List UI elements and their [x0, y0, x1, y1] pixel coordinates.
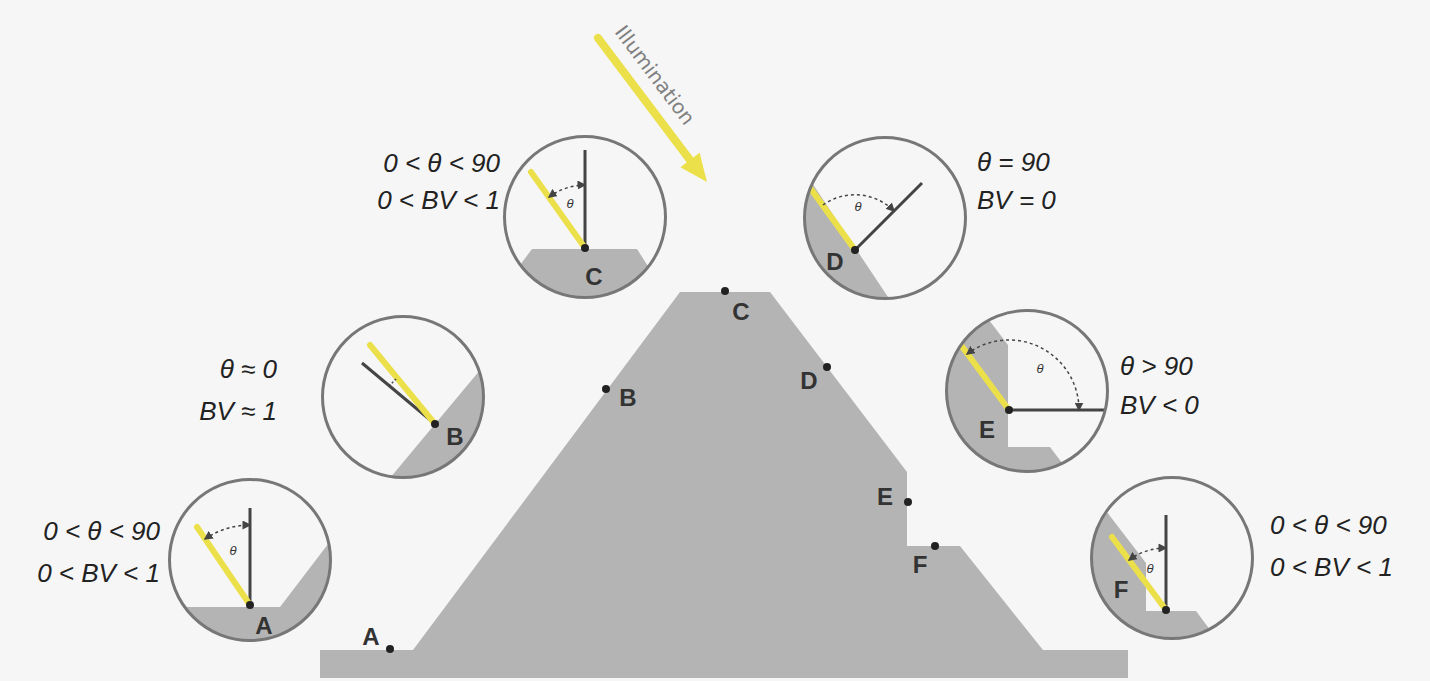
point-letter: A — [362, 625, 379, 649]
inset-circle: Cθ — [503, 135, 667, 299]
point-letter: E — [979, 418, 995, 442]
point-letter: B — [619, 386, 636, 410]
formula-label: BV < 0 — [1120, 392, 1199, 418]
inset-circle: Dθ — [803, 136, 967, 300]
point-letter: F — [1114, 578, 1129, 602]
inset-d — [800, 165, 922, 310]
inset-a — [160, 508, 345, 660]
point-letter: E — [877, 485, 893, 509]
formula-label: 0 < BV < 1 — [1270, 554, 1393, 580]
point-letter: C — [585, 265, 602, 289]
point-dots — [386, 287, 939, 653]
formula-label: BV = 0 — [977, 187, 1056, 213]
angle-symbol: θ — [566, 197, 573, 210]
inset-circle: Eθ — [945, 309, 1109, 473]
inset-circle: Fθ — [1090, 476, 1254, 640]
point-letter: B — [446, 425, 463, 449]
angle-symbol: θ — [1036, 362, 1043, 375]
formula-label: 0 < BV < 1 — [37, 560, 160, 586]
angle-symbol: θ — [1146, 562, 1153, 575]
inset-e — [940, 282, 1108, 500]
inset-circle: Aθ — [168, 478, 332, 642]
formula-label: 0 < θ < 90 — [43, 518, 160, 544]
formula-label: 0 < BV < 1 — [377, 187, 500, 213]
formula-label: θ ≈ 0 — [220, 356, 277, 382]
inset-c — [505, 150, 660, 300]
formula-label: BV ≈ 1 — [199, 398, 277, 424]
formula-label: θ = 90 — [977, 149, 1050, 175]
point-letter: D — [800, 369, 817, 393]
point-letter: F — [913, 553, 928, 577]
point-letter: C — [732, 300, 749, 324]
formula-label: θ > 90 — [1120, 353, 1193, 379]
angle-symbol: θ — [854, 200, 861, 213]
formula-label: 0 < θ < 90 — [1270, 512, 1387, 538]
point-letter: D — [826, 250, 843, 274]
inset-b — [362, 345, 500, 490]
angle-symbol: θ — [229, 544, 236, 557]
inset-f — [1090, 490, 1240, 670]
formula-label: 0 < θ < 90 — [383, 150, 500, 176]
illumination-arrowhead — [680, 153, 707, 182]
point-letter: A — [255, 614, 272, 638]
inset-grounds — [168, 135, 1254, 642]
inset-circle: B — [321, 315, 485, 479]
